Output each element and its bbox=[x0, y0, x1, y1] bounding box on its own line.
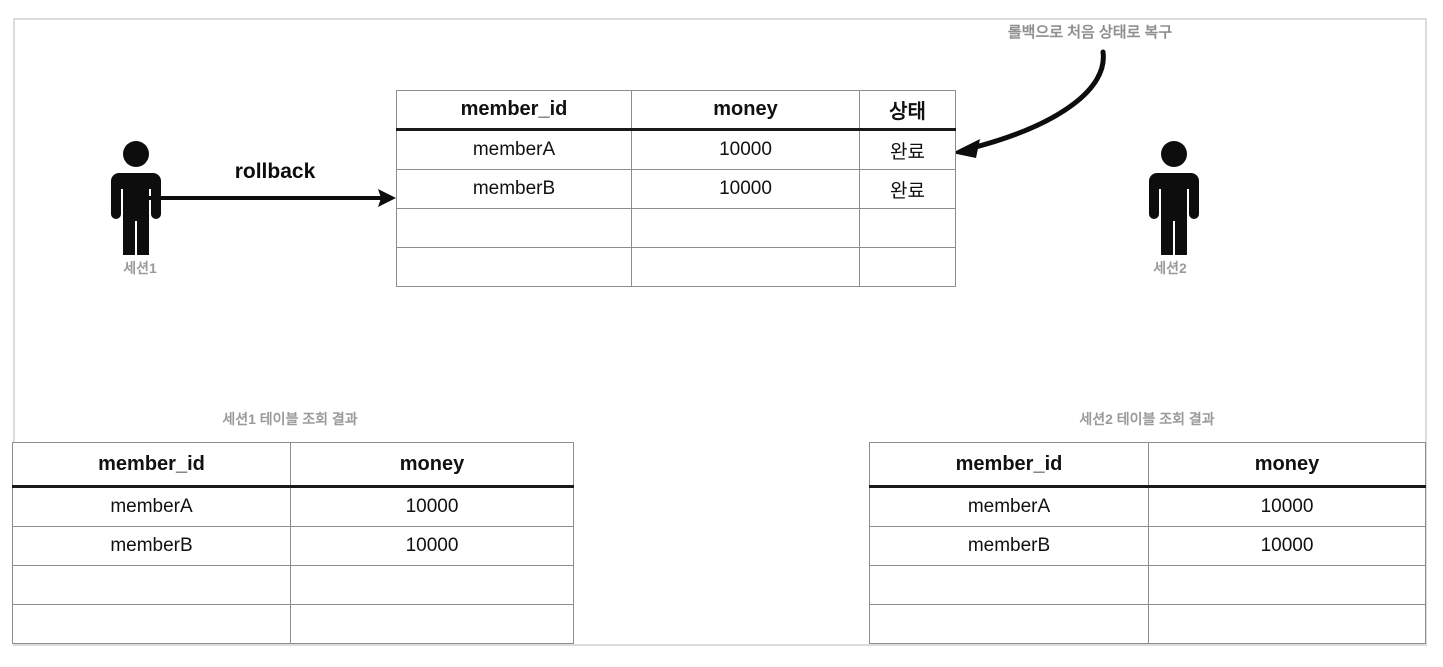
main-member-table: member_id money 상태 memberA 10000 완료 memb… bbox=[396, 90, 956, 287]
cell-status: 완료 bbox=[859, 129, 956, 170]
left-header-money: money bbox=[290, 442, 574, 488]
cell-member-id bbox=[869, 604, 1149, 644]
session1-result-table: member_id money memberA 10000 memberB 10… bbox=[12, 442, 574, 644]
session1-person-icon bbox=[105, 140, 167, 255]
cell-member-id: memberB bbox=[12, 526, 291, 566]
cell-member-id bbox=[869, 565, 1149, 605]
session2-person-icon bbox=[1143, 140, 1205, 255]
cell-money bbox=[631, 208, 860, 248]
session1-label: 세션1 bbox=[123, 260, 157, 276]
annotation-text: 롤백으로 처음 상태로 복구 bbox=[1007, 24, 1173, 41]
canvas-frame bbox=[13, 18, 1427, 646]
cell-member-id: memberA bbox=[869, 486, 1149, 527]
cell-member-id: memberB bbox=[869, 526, 1149, 566]
table-row bbox=[12, 604, 574, 644]
main-header-money: money bbox=[631, 90, 860, 131]
cell-member-id bbox=[12, 604, 291, 644]
left-table-caption: 세션1 테이블 조회 결과 bbox=[222, 411, 358, 427]
cell-money: 10000 bbox=[290, 526, 574, 566]
right-table-caption: 세션2 테이블 조회 결과 bbox=[1079, 411, 1215, 427]
cell-money: 10000 bbox=[631, 169, 860, 209]
cell-status bbox=[859, 247, 956, 287]
session2-label: 세션2 bbox=[1153, 260, 1187, 276]
cell-status bbox=[859, 208, 956, 248]
cell-member-id: memberB bbox=[396, 169, 632, 209]
table-row: memberB 10000 bbox=[12, 526, 574, 566]
table-row bbox=[396, 208, 956, 248]
cell-money: 10000 bbox=[290, 486, 574, 527]
right-header-money: money bbox=[1148, 442, 1426, 488]
main-header-member-id: member_id bbox=[396, 90, 632, 131]
table-row bbox=[12, 565, 574, 605]
left-header-member-id: member_id bbox=[12, 442, 291, 488]
rollback-label: rollback bbox=[234, 160, 316, 183]
rollback-restore-arrow-icon bbox=[952, 49, 1106, 158]
rollback-arrow-icon bbox=[144, 189, 396, 207]
table-row bbox=[869, 565, 1426, 605]
main-header-status: 상태 bbox=[859, 90, 956, 131]
cell-member-id: memberA bbox=[396, 129, 632, 170]
cell-status: 완료 bbox=[859, 169, 956, 209]
cell-money bbox=[1148, 604, 1426, 644]
table-row: memberA 10000 bbox=[869, 486, 1426, 527]
table-row bbox=[396, 247, 956, 287]
cell-money bbox=[290, 565, 574, 605]
cell-money bbox=[1148, 565, 1426, 605]
table-row: memberB 10000 완료 bbox=[396, 169, 956, 209]
cell-member-id bbox=[12, 565, 291, 605]
cell-member-id: memberA bbox=[12, 486, 291, 527]
right-header-member-id: member_id bbox=[869, 442, 1149, 488]
table-row: memberA 10000 bbox=[12, 486, 574, 527]
cell-money: 10000 bbox=[631, 129, 860, 170]
cell-member-id bbox=[396, 247, 632, 287]
cell-money bbox=[631, 247, 860, 287]
table-row: memberB 10000 bbox=[869, 526, 1426, 566]
table-row: memberA 10000 완료 bbox=[396, 129, 956, 170]
table-row bbox=[869, 604, 1426, 644]
cell-member-id bbox=[396, 208, 632, 248]
cell-money: 10000 bbox=[1148, 526, 1426, 566]
session2-result-table: member_id money memberA 10000 memberB 10… bbox=[869, 442, 1426, 644]
cell-money: 10000 bbox=[1148, 486, 1426, 527]
cell-money bbox=[290, 604, 574, 644]
